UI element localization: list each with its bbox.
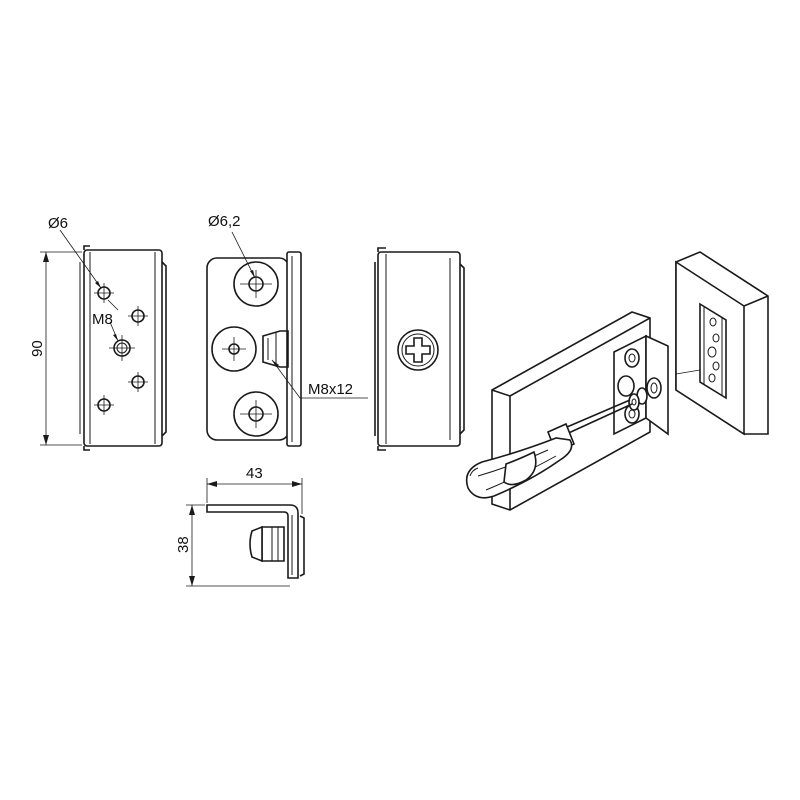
label-thread-front: M8 bbox=[92, 311, 113, 328]
front-hole-bottom bbox=[94, 395, 114, 415]
front-view bbox=[40, 229, 167, 451]
screwdriver-icon bbox=[465, 399, 633, 499]
top-view bbox=[186, 478, 305, 587]
phillips-screw-head-icon bbox=[397, 329, 439, 371]
label-screw-spec: M8x12 bbox=[308, 381, 353, 398]
side-hole-top bbox=[233, 261, 279, 307]
label-width: 43 bbox=[246, 465, 263, 482]
label-hole-diameter-front: Ø6 bbox=[48, 215, 68, 232]
wall-panel bbox=[675, 251, 769, 436]
front-hole-lower-right bbox=[128, 372, 148, 392]
side-hole-middle bbox=[211, 326, 257, 372]
side-view bbox=[206, 231, 368, 447]
label-hole-diameter-side: Ø6,2 bbox=[208, 213, 241, 230]
side-hole-bottom bbox=[233, 391, 279, 437]
bracket bbox=[613, 334, 669, 436]
front-hole-upper-right bbox=[128, 306, 148, 326]
front-threaded-hole-m8 bbox=[109, 335, 135, 361]
label-height: 90 bbox=[29, 340, 46, 357]
label-depth: 38 bbox=[175, 536, 192, 553]
assembly-illustration bbox=[465, 251, 769, 511]
back-view bbox=[374, 247, 465, 451]
front-hole-top bbox=[94, 283, 114, 303]
